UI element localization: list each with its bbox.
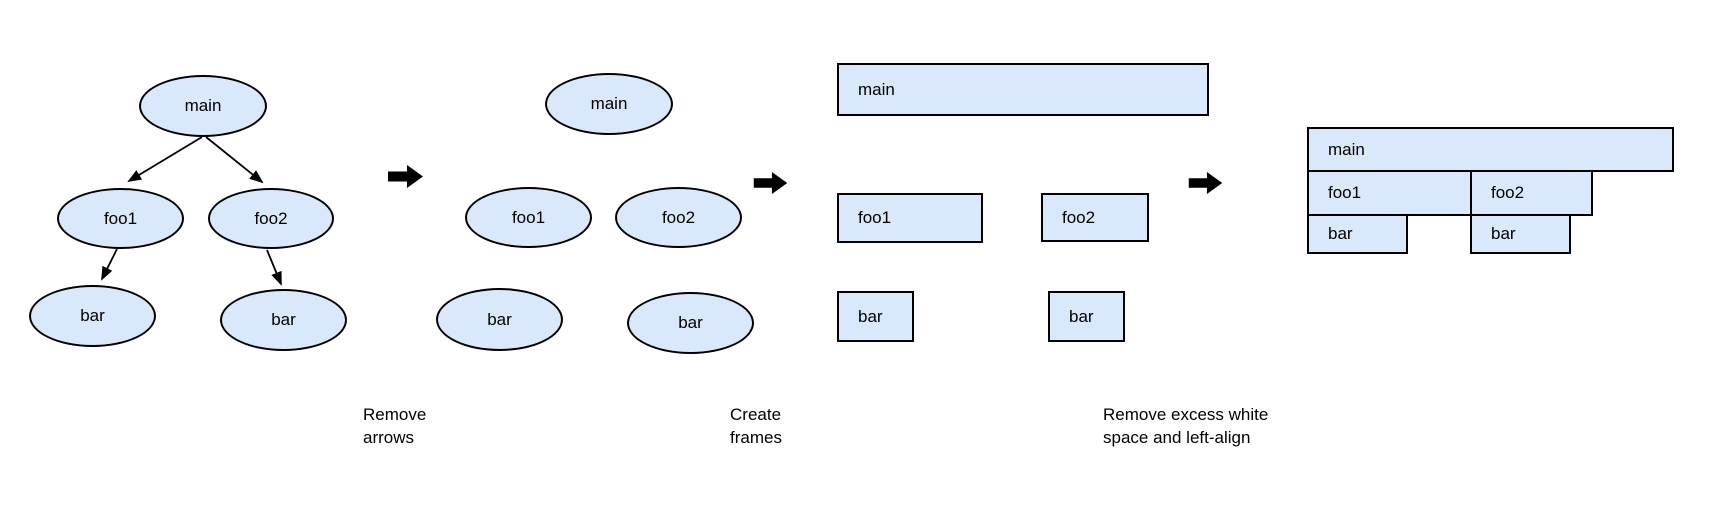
caption-remove-whitespace: Remove excess white space and left-align xyxy=(1103,403,1268,449)
flame-frame-bar-left: bar xyxy=(1307,214,1408,254)
caption-create-frames-line2: frames xyxy=(730,428,782,447)
tree-node-bar-right: bar xyxy=(220,289,347,351)
frame-main: main xyxy=(837,63,1209,116)
caption-remove-whitespace-line2: space and left-align xyxy=(1103,428,1251,447)
frame-foo2-label: foo2 xyxy=(1062,207,1096,227)
frame-main-label: main xyxy=(858,79,895,99)
flame-frame-bar-right-label: bar xyxy=(1491,224,1516,243)
flame-frame-bar-left-label: bar xyxy=(1328,224,1353,243)
flame-frame-foo1-label: foo1 xyxy=(1328,183,1362,202)
flame-frame-main-label: main xyxy=(1328,139,1365,159)
tree-node-foo2-label: foo2 xyxy=(254,208,288,228)
tree-node-bar-right-label: bar xyxy=(271,310,296,329)
caption-remove-arrows: Remove arrows xyxy=(363,403,426,449)
tree-node-main: main xyxy=(139,75,267,137)
caption-remove-whitespace-line1: Remove excess white xyxy=(1103,405,1269,424)
flame-frame-foo2: foo2 xyxy=(1470,170,1593,216)
frame-bar-left-label: bar xyxy=(858,306,883,326)
edge-main-foo2 xyxy=(205,136,264,184)
tree-node-main-label: main xyxy=(184,96,222,115)
ellipse-node-bar-right: bar xyxy=(627,292,754,354)
tree-node-foo1-label: foo1 xyxy=(103,208,138,228)
frame-bar-right-label: bar xyxy=(1069,306,1094,326)
frame-foo2: foo2 xyxy=(1041,193,1149,242)
tree-node-bar-left: bar xyxy=(29,285,156,347)
edge-foo2-bar xyxy=(266,249,282,286)
tree-node-foo1: foo1 xyxy=(57,188,184,249)
caption-create-frames-line1: Create xyxy=(730,405,782,424)
ellipse-node-foo1: foo1 xyxy=(465,187,592,248)
ellipse-node-foo1-label: foo1 xyxy=(511,207,546,227)
ellipse-node-foo2-label: foo2 xyxy=(661,207,696,227)
block-arrow-icon xyxy=(388,165,423,188)
frame-foo1: foo1 xyxy=(837,193,983,243)
tree-node-foo2: foo2 xyxy=(208,188,334,249)
caption-remove-arrows-line2: arrows xyxy=(363,428,415,447)
tree-node-bar-left-label: bar xyxy=(80,306,105,325)
block-arrow-icon xyxy=(753,172,788,194)
flame-frame-main: main xyxy=(1307,127,1674,172)
ellipse-node-foo2: foo2 xyxy=(615,187,742,248)
flame-frame-foo1: foo1 xyxy=(1307,170,1472,216)
frame-bar-right: bar xyxy=(1048,291,1125,342)
flame-frame-foo2-label: foo2 xyxy=(1491,183,1525,202)
edge-main-foo1 xyxy=(127,136,203,183)
ellipse-node-bar-left: bar xyxy=(436,288,563,351)
flame-frame-bar-right: bar xyxy=(1470,214,1571,254)
frame-foo1-label: foo1 xyxy=(858,208,892,227)
ellipse-node-bar-right-label: bar xyxy=(678,313,703,332)
caption-remove-arrows-line1: Remove xyxy=(363,405,427,424)
edge-foo1-bar xyxy=(101,248,118,281)
block-arrow-icon xyxy=(1188,172,1223,194)
ellipse-node-main-label: main xyxy=(590,94,628,113)
frame-bar-left: bar xyxy=(837,291,914,342)
ellipse-node-main: main xyxy=(545,73,673,135)
caption-create-frames: Create frames xyxy=(730,403,782,449)
ellipse-node-bar-left-label: bar xyxy=(487,309,512,329)
